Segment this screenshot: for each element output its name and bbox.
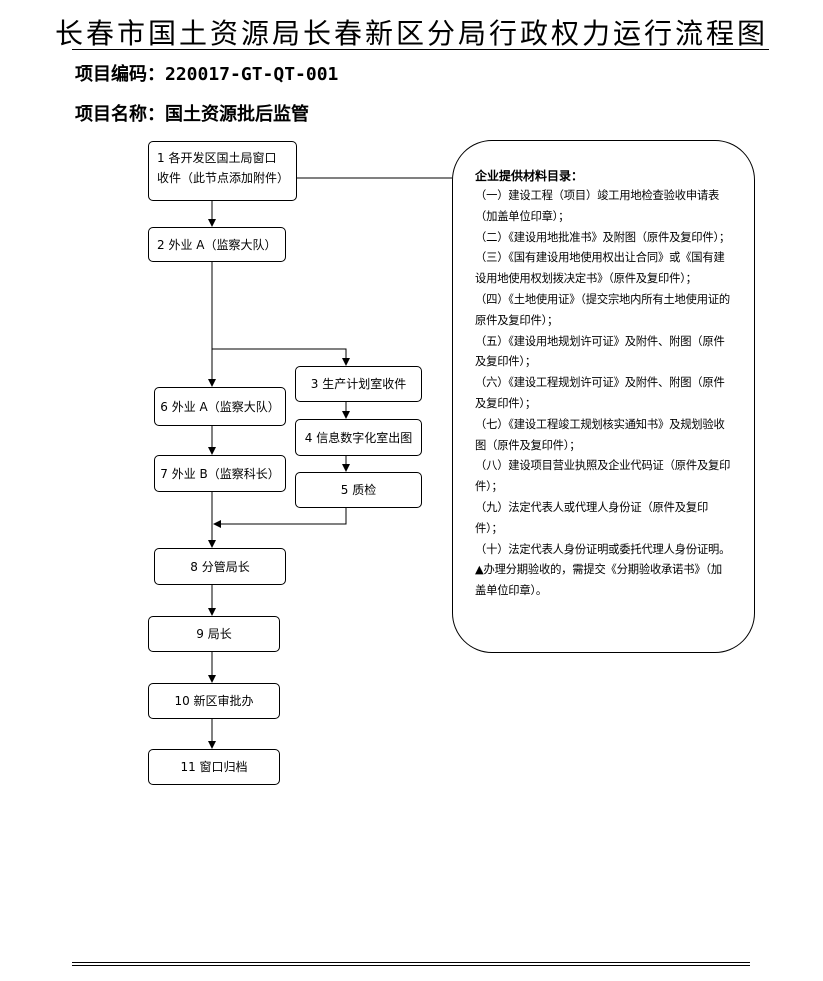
materials-item: （一）建设工程（项目）竣工用地检查验收申请表（加盖单位印章）；	[475, 189, 720, 223]
flow-step-2: 2 外业 A（监察大队）	[148, 227, 286, 262]
project-code-value: 220017-GT-QT-001	[165, 64, 339, 85]
materials-item: （七）《建设工程竣工规划核实通知书》及规划验收图（原件及复印件）；	[475, 417, 725, 452]
materials-note: ▲办理分期验收的，需提交《分期验收承诺书》（加盖单位印章）。	[475, 563, 722, 598]
materials-item: （三）《国有建设用地使用权出让合同》或《国有建设用地使用权划拨决定书》（原件及复…	[475, 251, 725, 286]
project-code-row: 项目编码：220017-GT-QT-001	[75, 60, 338, 86]
flow-step-8: 8 分管局长	[154, 548, 286, 585]
flow-step-10: 10 新区审批办	[148, 683, 280, 719]
flow-step-1: 1 各开发区国土局窗口收件（此节点添加附件）	[148, 141, 297, 201]
project-code-label: 项目编码：	[75, 64, 165, 85]
materials-item: （六）《建设工程规划许可证》及附件、附图（原件及复印件）；	[475, 376, 725, 410]
flow-step-6: 6 外业 A（监察大队）	[154, 387, 286, 426]
materials-item: （四）《土地使用证》（提交宗地内所有土地使用证的原件及复印件）；	[475, 292, 731, 327]
edge-s5-merge	[213, 508, 347, 528]
flow-step-3: 3 生产计划室收件	[295, 366, 422, 402]
project-name-row: 项目名称：国土资源批后监管	[75, 100, 309, 126]
title-divider	[72, 49, 769, 50]
flow-step-4: 4 信息数字化室出图	[295, 419, 422, 456]
materials-item: （五）《建设用地规划许可证》及附件、附图（原件及复印件）；	[475, 334, 725, 369]
materials-title: 企业提供材料目录：	[475, 169, 584, 183]
flow-step-5: 5 质检	[295, 472, 422, 508]
materials-item: （十）法定代表人身份证明或委托代理人身份证明。	[475, 542, 731, 556]
footer-divider	[72, 962, 750, 963]
flow-step-7: 7 外业 B（监察科长）	[154, 455, 286, 492]
project-name-label: 项目名称：	[75, 104, 165, 125]
flow-step-9: 9 局长	[148, 616, 280, 652]
footer-divider	[72, 965, 750, 966]
page-title: 长春市国土资源局长春新区分局行政权力运行流程图	[54, 17, 768, 50]
project-name-value: 国土资源批后监管	[165, 104, 309, 125]
materials-panel: 企业提供材料目录： （一）建设工程（项目）竣工用地检查验收申请表（加盖单位印章）…	[452, 140, 755, 653]
materials-item: （九）法定代表人或代理人身份证（原件及复印件）；	[475, 500, 709, 535]
materials-item: （二）《建设用地批准书》及附图（原件及复印件）；	[475, 230, 731, 244]
edge-split-s3	[212, 348, 350, 366]
flow-step-11: 11 窗口归档	[148, 749, 280, 785]
materials-item: （八）建设项目营业执照及企业代码证（原件及复印件）；	[475, 459, 731, 494]
